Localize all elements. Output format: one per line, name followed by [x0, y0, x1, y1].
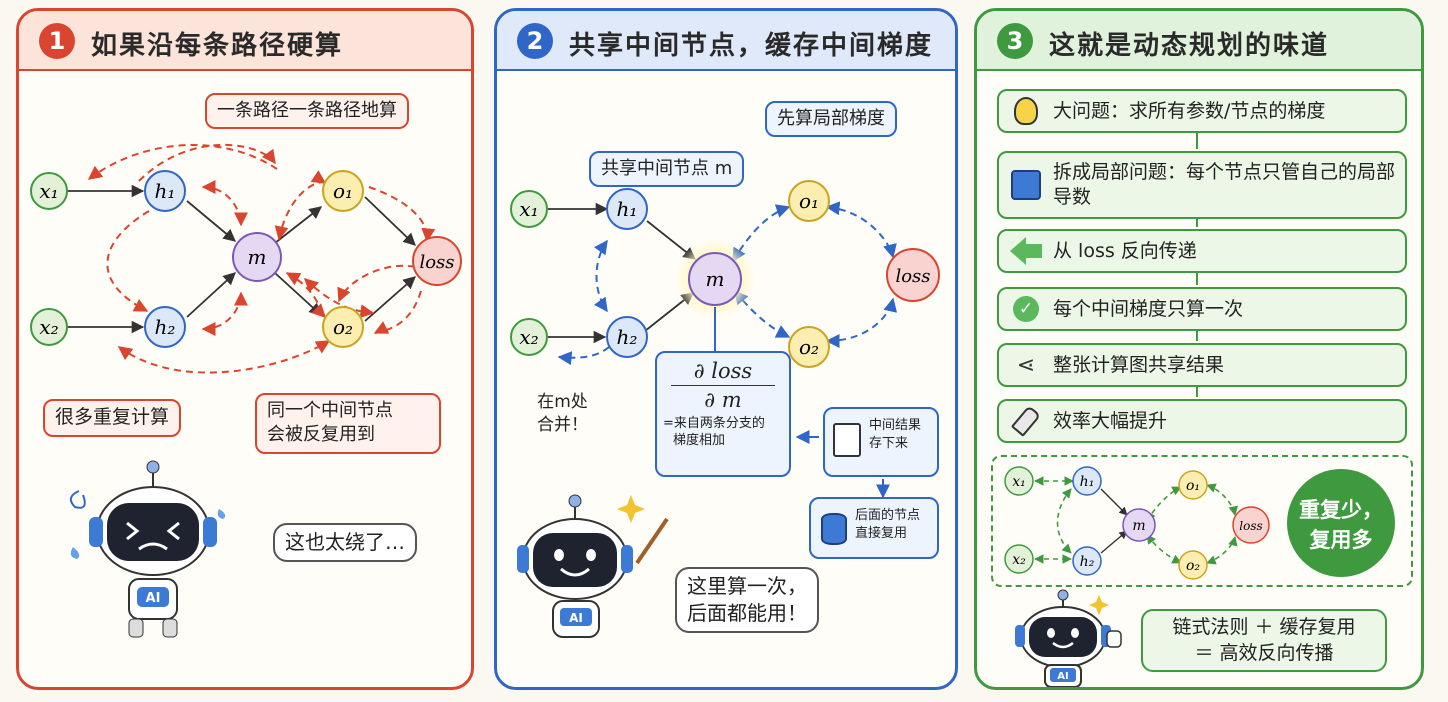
- confused-robot-icon: AI: [69, 460, 226, 638]
- panel-header: 1 如果沿每条路径硬算: [19, 11, 471, 71]
- label-reused-line2: 会被反复用到: [267, 424, 375, 446]
- mini-node-h2: h₂: [1080, 554, 1095, 570]
- label-reused-line1: 同一个中间节点: [267, 400, 393, 421]
- speech-line2: 后面都能用！: [687, 601, 807, 625]
- gradient-sum-box: ∂ loss ∂ m =来自两条分支的 梯度相加: [655, 351, 791, 477]
- panel-naive-computation: 1 如果沿每条路径硬算 一条路径一条路径地算: [16, 8, 474, 690]
- clipboard-icon: [833, 423, 861, 457]
- label-node-reused: 同一个中间节点 会被反复用到: [255, 393, 441, 454]
- step-text: 大问题：求所有参数/节点的梯度: [1053, 99, 1326, 122]
- cache-line1: 中间结果: [869, 418, 922, 433]
- step-big-problem: 大问题：求所有参数/节点的梯度: [997, 89, 1407, 133]
- node-o1: o₁: [799, 189, 819, 213]
- cache-result-box: 中间结果 存下来: [823, 407, 939, 477]
- step-connectors: [1196, 131, 1198, 397]
- merge-line2: 合并！: [537, 414, 588, 435]
- conclusion-box: 链式法则 ＋ 缓存复用 ＝ 高效反向传播: [1141, 609, 1387, 673]
- node-h1: h₁: [617, 197, 638, 221]
- panel-header: 3 这就是动态规划的味道: [977, 11, 1421, 71]
- merge-note: 在m处 合并！: [527, 387, 598, 441]
- robot-speech-bubble: 这也太绕了…: [273, 523, 417, 562]
- lightbulb-icon: [1014, 97, 1038, 125]
- callout-shared-node: 共享中间节点 m: [589, 151, 745, 188]
- node-h2: h₂: [155, 315, 176, 339]
- cache-line2: 存下来: [869, 435, 909, 451]
- node-m: m: [248, 245, 267, 269]
- robot-badge: AI: [146, 591, 161, 606]
- node-x2: x₂: [519, 325, 538, 349]
- step-text: 每个中间梯度只算一次: [1053, 297, 1244, 320]
- mini-graph: x₁ x₂ h₁ h₂ m o₁ o₂ loss 重复少， 复用多 AI: [1004, 466, 1395, 687]
- mini-node-loss: loss: [1239, 519, 1262, 533]
- thumbs-up-robot-icon: AI: [1015, 589, 1122, 687]
- check-icon: ✓: [1013, 296, 1039, 322]
- node-x1: x₁: [39, 179, 58, 203]
- shared-graph: x₁ x₂ h₁ h₂ m o₁ o₂ loss AI: [510, 180, 940, 638]
- speech-line1: 这里算一次，: [687, 574, 807, 598]
- node-loss: loss: [895, 266, 930, 287]
- reuse-line1: 后面的节点: [855, 508, 921, 523]
- panel-title: 共享中间节点，缓存中间梯度: [569, 31, 934, 61]
- node-x1: x₁: [519, 197, 538, 221]
- step-compute-once: ✓ 每个中间梯度只算一次: [997, 287, 1407, 331]
- naive-graph: x₁ x₂ h₁ h₂ m o₁ o₂ loss AI: [30, 143, 462, 638]
- partial-loss: ∂ loss: [671, 357, 775, 387]
- step-number-badge: 3: [997, 23, 1033, 59]
- step-efficiency: 效率大幅提升: [997, 399, 1407, 443]
- robot-speech-bubble: 这里算一次， 后面都能用！: [675, 567, 819, 633]
- node-o2: o₂: [799, 335, 819, 359]
- mini-node-x2: x₂: [1012, 552, 1026, 568]
- panel-title: 如果沿每条路径硬算: [91, 31, 344, 61]
- step-number-badge: 1: [39, 23, 75, 59]
- node-h1: h₁: [155, 179, 176, 203]
- sum-note-line1: =来自两条分支的: [663, 415, 765, 431]
- puzzle-icon: [1011, 170, 1041, 200]
- pointing-robot-icon: AI: [517, 494, 669, 638]
- panel-title: 这就是动态规划的味道: [1049, 31, 1330, 61]
- step-text: 整张计算图共享结果: [1053, 353, 1225, 376]
- robot-badge: AI: [1057, 671, 1068, 682]
- node-o1: o₁: [333, 179, 353, 203]
- node-loss: loss: [419, 252, 454, 273]
- robot-badge: AI: [569, 611, 583, 625]
- mini-node-o1: o₁: [1186, 478, 1200, 494]
- sum-note-line2: 梯度相加: [673, 433, 726, 449]
- mini-graph-frame: [991, 455, 1413, 587]
- merge-line1: 在m处: [537, 392, 588, 412]
- step-backward: 从 loss 反向传递: [997, 229, 1407, 273]
- stamp-line2: 复用多: [1309, 528, 1373, 552]
- share-icon: ⋖: [1016, 352, 1036, 378]
- node-o2: o₂: [333, 315, 353, 339]
- node-x2: x₂: [39, 315, 58, 339]
- database-icon: [821, 513, 847, 545]
- mini-node-m: m: [1132, 518, 1145, 534]
- mini-node-o2: o₂: [1186, 558, 1200, 574]
- reuse-line2: 直接复用: [855, 525, 908, 541]
- step-share-results: ⋖ 整张计算图共享结果: [997, 343, 1407, 387]
- step-number-badge: 2: [517, 23, 553, 59]
- callout-path-by-path: 一条路径一条路径地算: [205, 93, 409, 130]
- callout-local-gradient: 先算局部梯度: [765, 101, 897, 138]
- panel-dynamic-programming: 3 这就是动态规划的味道 大问题：求所有参数/节点的梯度 拆成局部问题：每个节点…: [974, 8, 1424, 690]
- step-local-problems: 拆成局部问题：每个节点只管自己的局部导数: [997, 151, 1407, 219]
- step-text: 从 loss 反向传递: [1053, 239, 1197, 262]
- step-text: 拆成局部问题：每个节点只管自己的局部导数: [1053, 161, 1396, 208]
- stamp-line1: 重复少，: [1299, 498, 1383, 522]
- node-m: m: [706, 267, 725, 291]
- stamp-seal: [1287, 469, 1395, 577]
- mini-node-h1: h₁: [1080, 474, 1095, 490]
- node-h2: h₂: [617, 325, 638, 349]
- label-repeated-computation: 很多重复计算: [43, 399, 182, 437]
- conclusion-line2: ＝ 高效反向传播: [1194, 641, 1334, 664]
- partial-m: ∂ m: [704, 388, 742, 413]
- panel-header: 2 共享中间节点，缓存中间梯度: [497, 11, 955, 71]
- panel-shared-gradients: 2 共享中间节点，缓存中间梯度 先算局部梯度 共享中间节点 m: [494, 8, 958, 690]
- reuse-box: 后面的节点 直接复用: [809, 497, 939, 559]
- step-text: 效率大幅提升: [1053, 409, 1168, 432]
- arrow-left-icon: [1010, 237, 1026, 265]
- conclusion-line1: 链式法则 ＋ 缓存复用: [1172, 616, 1356, 638]
- mini-node-x1: x₁: [1012, 474, 1026, 490]
